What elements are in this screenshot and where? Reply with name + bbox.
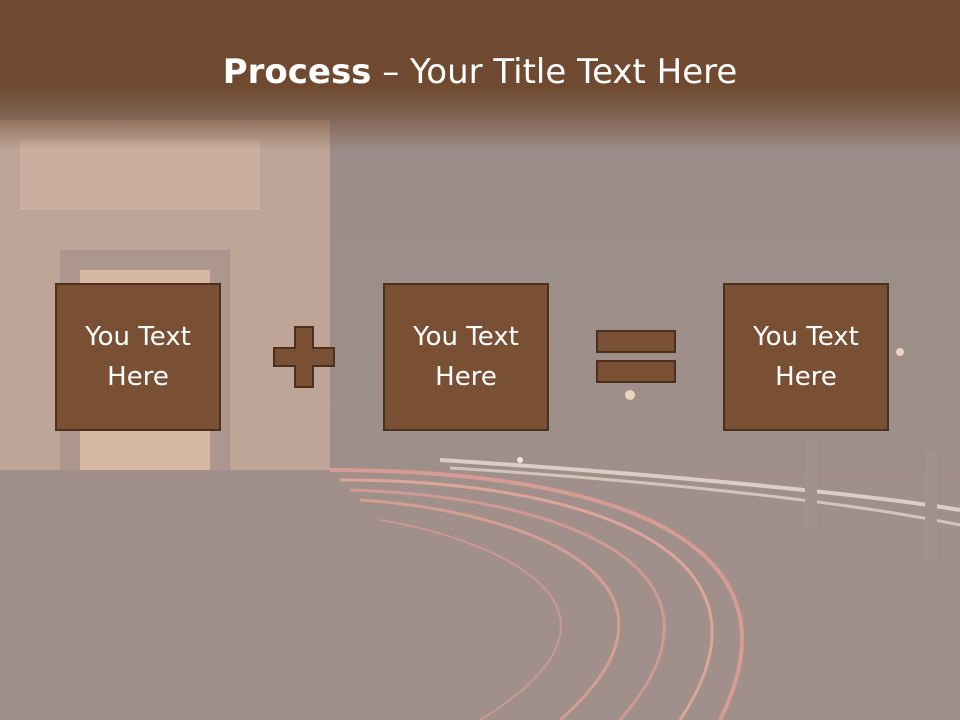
process-box-2[interactable]: You Text Here bbox=[383, 283, 549, 431]
slide-header: Process – Your Title Text Here bbox=[0, 0, 960, 150]
process-box-1-text: You Text Here bbox=[85, 322, 191, 392]
process-box-1[interactable]: You Text Here bbox=[55, 283, 221, 431]
slide-title-rest: – Your Title Text Here bbox=[371, 52, 738, 92]
process-box-3[interactable]: You Text Here bbox=[723, 283, 889, 431]
process-box-3-text: You Text Here bbox=[753, 322, 859, 392]
process-box-2-text: You Text Here bbox=[413, 322, 519, 392]
slide-title-bold: Process bbox=[222, 52, 372, 92]
plus-icon bbox=[273, 326, 335, 388]
slide-title: Process – Your Title Text Here bbox=[0, 52, 960, 92]
equals-icon bbox=[596, 330, 676, 383]
